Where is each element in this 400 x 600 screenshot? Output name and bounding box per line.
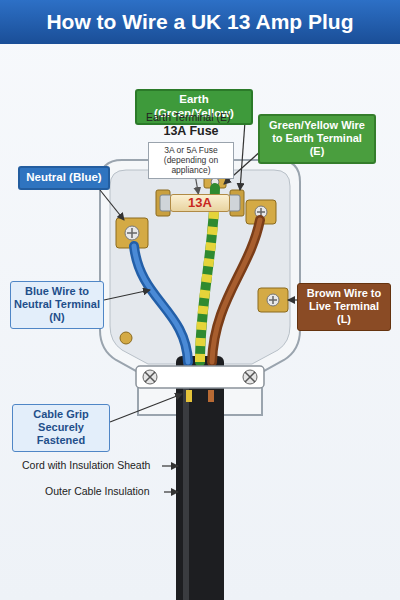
title-band: How to Wire a UK 13 Amp Plug <box>0 0 400 44</box>
leader-arrow <box>100 190 124 220</box>
cable-grip <box>136 366 264 388</box>
terminal-screw <box>267 294 279 306</box>
node-heading: Blue Wire to Neutral Terminal (N) <box>14 285 100 325</box>
wire-tip <box>208 390 214 402</box>
connector-line <box>196 179 199 194</box>
earth-wire-callout: Green/Yellow Wire to Earth Terminal (E) <box>258 114 376 164</box>
plug-body <box>100 160 300 415</box>
leader-arrow <box>288 299 297 300</box>
terminal-screw <box>125 226 139 240</box>
screw-slot <box>257 208 265 216</box>
leader-arrow <box>162 465 178 466</box>
node-heading: 13A Fuse <box>148 124 234 139</box>
blue-wire-shine <box>134 246 188 362</box>
screw-slot <box>245 372 255 382</box>
grip-screw <box>243 370 257 384</box>
node-heading: Brown Wire to Live Terminal (L) <box>301 287 387 327</box>
diagram-title: How to Wire a UK 13 Amp Plug <box>46 10 353 34</box>
live-wire-callout: Brown Wire to Live Terminal (L) <box>297 283 391 331</box>
live-terminal <box>258 288 288 312</box>
fuse-info-box: 13A Fuse 3A or 5A Fuse (depending on appl… <box>148 124 234 179</box>
screw-slot <box>269 296 277 304</box>
leader-arrow <box>164 491 178 492</box>
leader-arrow <box>110 394 182 422</box>
grip-screw <box>143 370 157 384</box>
blue-wire <box>134 246 188 362</box>
node-heading: Cable Grip Securely Fastened <box>16 408 106 448</box>
neutral-wire-callout: Blue Wire to Neutral Terminal (N) <box>10 281 104 329</box>
part-label: Outer Cable Insulation <box>45 485 149 497</box>
cable-grip-callout: Cable Grip Securely Fastened <box>12 404 110 452</box>
part-label: Earth Terminal (E) <box>146 111 230 123</box>
neutral-callout: Neutral (Blue) <box>18 166 110 190</box>
node-heading: Neutral (Blue) <box>23 171 105 185</box>
wire-tip <box>186 390 192 402</box>
part-label: Cord with Insulation Sheath <box>22 459 150 471</box>
screw-slot <box>145 372 155 382</box>
node-heading: 13A <box>171 195 229 211</box>
leader-arrow <box>104 290 150 300</box>
node-body: 3A or 5A Fuse (depending on appliance) <box>148 142 234 179</box>
brown-wire-shine <box>212 220 260 362</box>
screw-slot <box>127 228 137 238</box>
brown-wire <box>212 220 260 362</box>
node-heading: Green/Yellow Wire to Earth Terminal (E) <box>264 119 370 159</box>
outer-cable <box>176 356 224 600</box>
pin-screw <box>120 332 132 344</box>
fuse-cartridge: 13A <box>170 194 230 212</box>
plug-cavity <box>110 170 290 364</box>
